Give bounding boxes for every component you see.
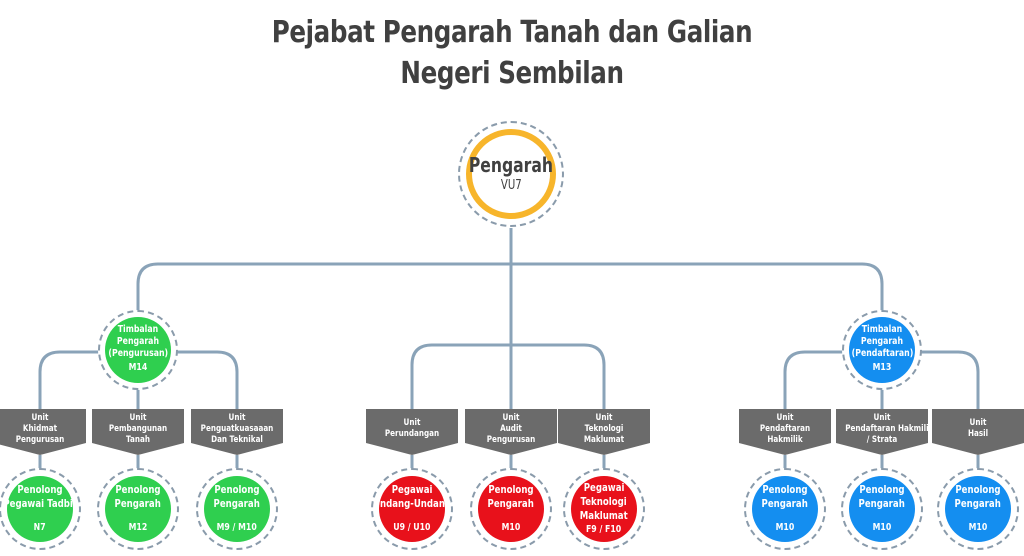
officer-title-line: Penolong xyxy=(115,483,161,496)
unit-label-line: Tanah xyxy=(126,435,150,445)
deputy-grade: M13 xyxy=(872,362,892,373)
title-line-2: Negeri Sembilan xyxy=(400,56,624,91)
officer-title-line: Penolong xyxy=(955,483,1001,496)
unit-label-line: Unit xyxy=(776,413,794,423)
root-title: Pengarah xyxy=(468,153,554,177)
unit-label-line: Penguatkuasaaan xyxy=(200,424,274,434)
unit-label-line: Pengurusan xyxy=(15,435,65,445)
officer-grade: U9 / U10 xyxy=(393,522,431,533)
officer-grade: N7 xyxy=(34,522,46,533)
unit-label-line: Hasil xyxy=(967,429,989,439)
title-line-1: Pejabat Pengarah Tanah dan Galian xyxy=(271,15,753,50)
unit-label-line: Pendaftaran xyxy=(759,424,811,434)
officer-grade: M10 xyxy=(775,522,795,533)
chart-title: Pejabat Pengarah Tanah dan Galian Negeri… xyxy=(0,12,1024,94)
officer-grade: M9 / M10 xyxy=(216,522,258,533)
unit-box-shape xyxy=(932,409,1024,455)
unit-label-line: Maklumat xyxy=(583,435,625,445)
deputy-grade: M14 xyxy=(128,362,148,373)
officer-title-line: Penolong xyxy=(17,483,63,496)
officer-title-line: Pegawai xyxy=(583,481,625,494)
unit-label-line: Unit xyxy=(502,413,520,423)
deputy-title-line3: (Pengurusan) xyxy=(108,348,168,359)
unit-box-shape xyxy=(836,409,928,455)
officer-title-line: Pegawai Tadbir xyxy=(3,497,77,510)
unit-box-shape xyxy=(739,409,831,455)
deputy-title-line1: Timbalan xyxy=(117,324,159,335)
unit-box-shape xyxy=(0,409,86,455)
unit-label-line: Unit xyxy=(228,413,246,423)
unit-box-shape xyxy=(191,409,283,455)
officer-grade: M10 xyxy=(968,522,988,533)
unit-label-line: Unit xyxy=(595,413,613,423)
officer-title-line: Pengarah xyxy=(114,497,162,510)
deputy-title-line2: Pengarah xyxy=(860,336,904,347)
deputy-title-line2: Pengarah xyxy=(116,336,160,347)
deputy-title-line3: (Pendaftaran) xyxy=(851,348,913,359)
unit-label-line: Pendaftaran Hakmilik xyxy=(845,424,934,434)
officer-title-line: Pegawai xyxy=(391,483,433,496)
deputy-title-line1: Timbalan xyxy=(861,324,903,335)
unit-box-shape xyxy=(558,409,650,455)
officer-grade: M10 xyxy=(872,522,892,533)
unit-label-line: Hakmilik xyxy=(767,435,803,445)
officer-grade: F9 / F10 xyxy=(586,524,622,535)
unit-label-line: Khidmat xyxy=(22,424,58,434)
unit-label-line: Pembangunan xyxy=(108,424,168,434)
officer-title-line: Penolong xyxy=(859,483,905,496)
unit-box-shape xyxy=(92,409,184,455)
officer-title-line: Penolong xyxy=(762,483,808,496)
unit-label-line: Unit xyxy=(129,413,147,423)
unit-label-line: Perundangan xyxy=(384,429,440,439)
unit-label-line: Unit xyxy=(31,413,49,423)
officer-title-line: Pengarah xyxy=(954,497,1002,510)
unit-label-line: / Strata xyxy=(866,435,898,445)
officer-grade: M10 xyxy=(501,522,521,533)
unit-label-line: Pengurusan xyxy=(486,435,536,445)
connector-group-direct xyxy=(410,343,606,412)
officer-title-line: Undang-Undang xyxy=(372,497,452,510)
officer-title-line: Pengarah xyxy=(858,497,906,510)
unit-label-line: Audit xyxy=(500,424,522,434)
officer-grade: M12 xyxy=(128,522,148,533)
unit-label-line: Unit xyxy=(969,418,987,428)
unit-label-line: Dan Teknikal xyxy=(211,435,263,445)
unit-box-shape xyxy=(366,409,458,455)
unit-box-shape xyxy=(465,409,557,455)
officer-title-line: Teknologi xyxy=(580,495,628,508)
officer-title-line: Penolong xyxy=(488,483,534,496)
officer-title-line: Pengarah xyxy=(761,497,809,510)
officer-title-line: Pengarah xyxy=(487,497,535,510)
officer-title-line: Maklumat xyxy=(580,509,628,522)
unit-label-line: Teknologi xyxy=(584,424,624,434)
connector-top-bus xyxy=(136,262,884,318)
unit-label-line: Unit xyxy=(873,413,891,423)
officer-title-line: Penolong xyxy=(214,483,260,496)
unit-label-line: Unit xyxy=(403,418,421,428)
officer-title-line: Pengarah xyxy=(213,497,261,510)
root-grade: VU7 xyxy=(500,178,522,193)
